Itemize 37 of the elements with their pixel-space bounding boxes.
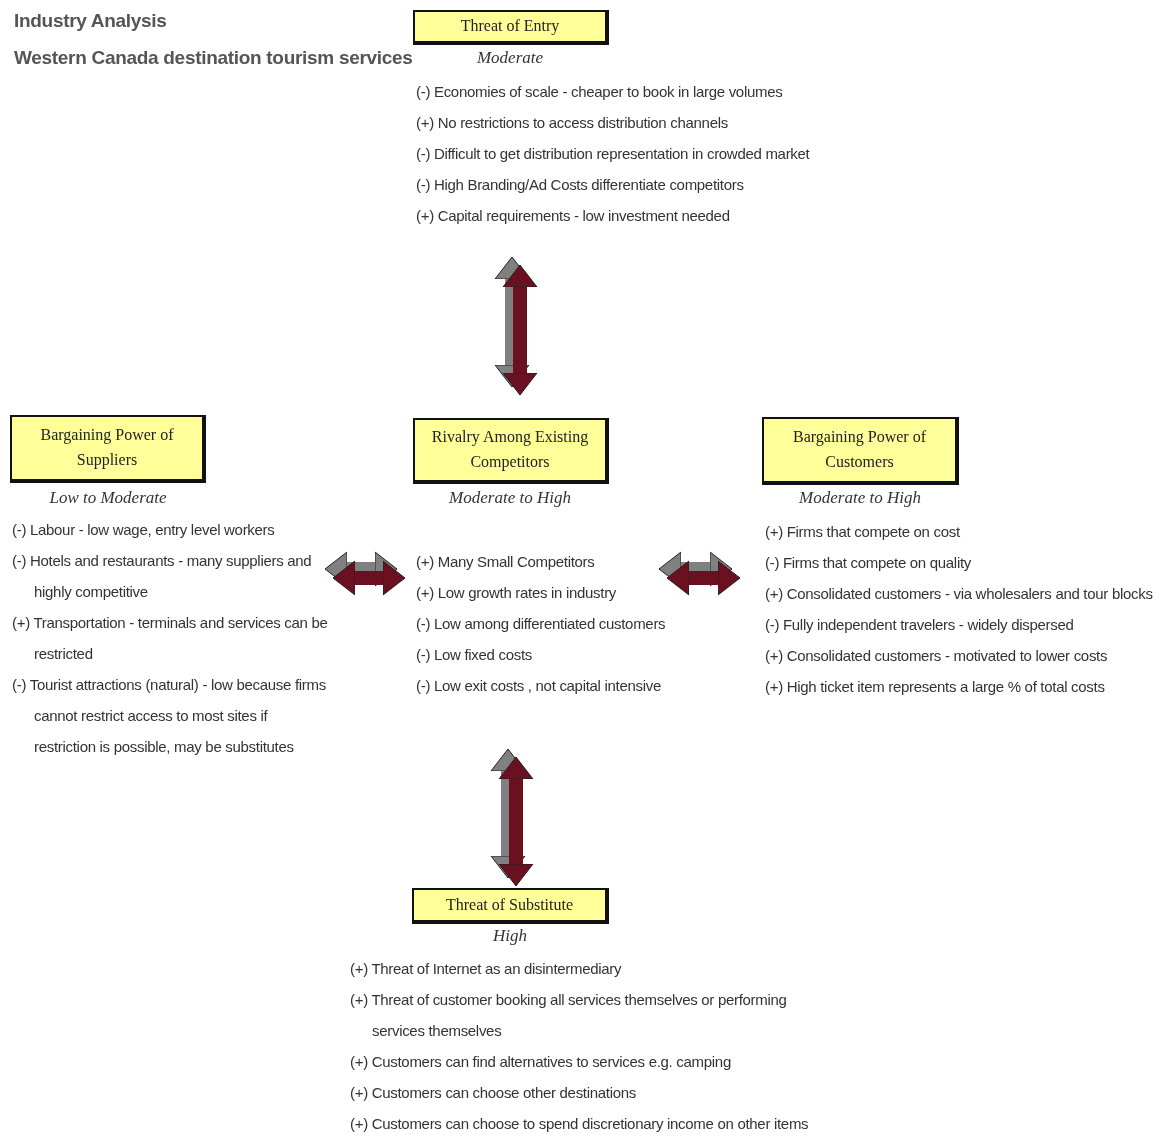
rating-label: Moderate bbox=[476, 48, 544, 68]
factor-item: (-) Low among differentiated customers bbox=[416, 614, 666, 634]
force-box: Threat of Substitute bbox=[412, 888, 609, 924]
rating-label: Moderate to High bbox=[799, 488, 921, 508]
factor-item: (+) Low growth rates in industry bbox=[416, 583, 618, 603]
factor-item: (-) Tourist attractions (natural) - low because firms cannot restrict access to most sites if restriction is possible, may be substitutes bbox=[12, 675, 327, 757]
subtitle: Western Canada destination tourism services bbox=[14, 47, 413, 69]
factor-item: (+) High ticket item represents a large % of total costs bbox=[765, 677, 1106, 697]
rating-label: Moderate to High bbox=[449, 488, 571, 508]
factor-item: (-) High Branding/Ad Costs differentiate competitors bbox=[416, 175, 745, 195]
factor-item: (-) Labour - low wage, entry level workers bbox=[12, 520, 276, 540]
factor-item: (+) Firms that compete on cost bbox=[765, 522, 961, 542]
factor-item: (+) Consolidated customers - via wholesalers and tour blocks bbox=[765, 584, 1154, 604]
rating-label: High bbox=[493, 926, 527, 946]
factor-item: (-) Low exit costs , not capital intensive bbox=[416, 676, 662, 696]
force-box: Rivalry Among Existing Competitors bbox=[413, 418, 609, 484]
factor-item: (+) No restrictions to access distribution channels bbox=[416, 113, 729, 133]
factor-item: (-) Difficult to get distribution representation in crowded market bbox=[416, 144, 811, 164]
factor-item: (-) Economies of scale - cheaper to book in large volumes bbox=[416, 82, 784, 102]
force-box: Bargaining Power of Customers bbox=[762, 417, 959, 485]
factor-item: (+) Threat of Internet as an disintermediary bbox=[350, 959, 623, 979]
factor-item: (+) Threat of customer booking all services themselves or performing services themselves bbox=[350, 990, 788, 1041]
rating-label: Low to Moderate bbox=[49, 488, 167, 508]
factor-item: (-) Fully independent travelers - widely dispersed bbox=[765, 615, 1075, 635]
factor-item: (+) Many Small Competitors bbox=[416, 552, 596, 572]
title: Industry Analysis bbox=[14, 10, 167, 32]
factor-item: (-) Hotels and restaurants - many suppliers and highly competitive bbox=[12, 551, 313, 602]
force-box: Bargaining Power of Suppliers bbox=[10, 415, 206, 483]
factor-item: (+) Customers can find alternatives to services e.g. camping bbox=[350, 1052, 732, 1072]
factor-item: (+) Capital requirements - low investment needed bbox=[416, 206, 731, 226]
factor-item: (-) Firms that compete on quality bbox=[765, 553, 972, 573]
factor-item: (+) Transportation - terminals and services can be restricted bbox=[12, 613, 329, 664]
factor-item: (+) Customers can choose other destinations bbox=[350, 1083, 637, 1103]
force-box: Threat of Entry bbox=[413, 10, 609, 45]
factor-item: (-) Low fixed costs bbox=[416, 645, 533, 665]
factor-item: (+) Customers can choose to spend discretionary income on other items bbox=[350, 1114, 810, 1134]
factor-item: (+) Consolidated customers - motivated to lower costs bbox=[765, 646, 1109, 666]
